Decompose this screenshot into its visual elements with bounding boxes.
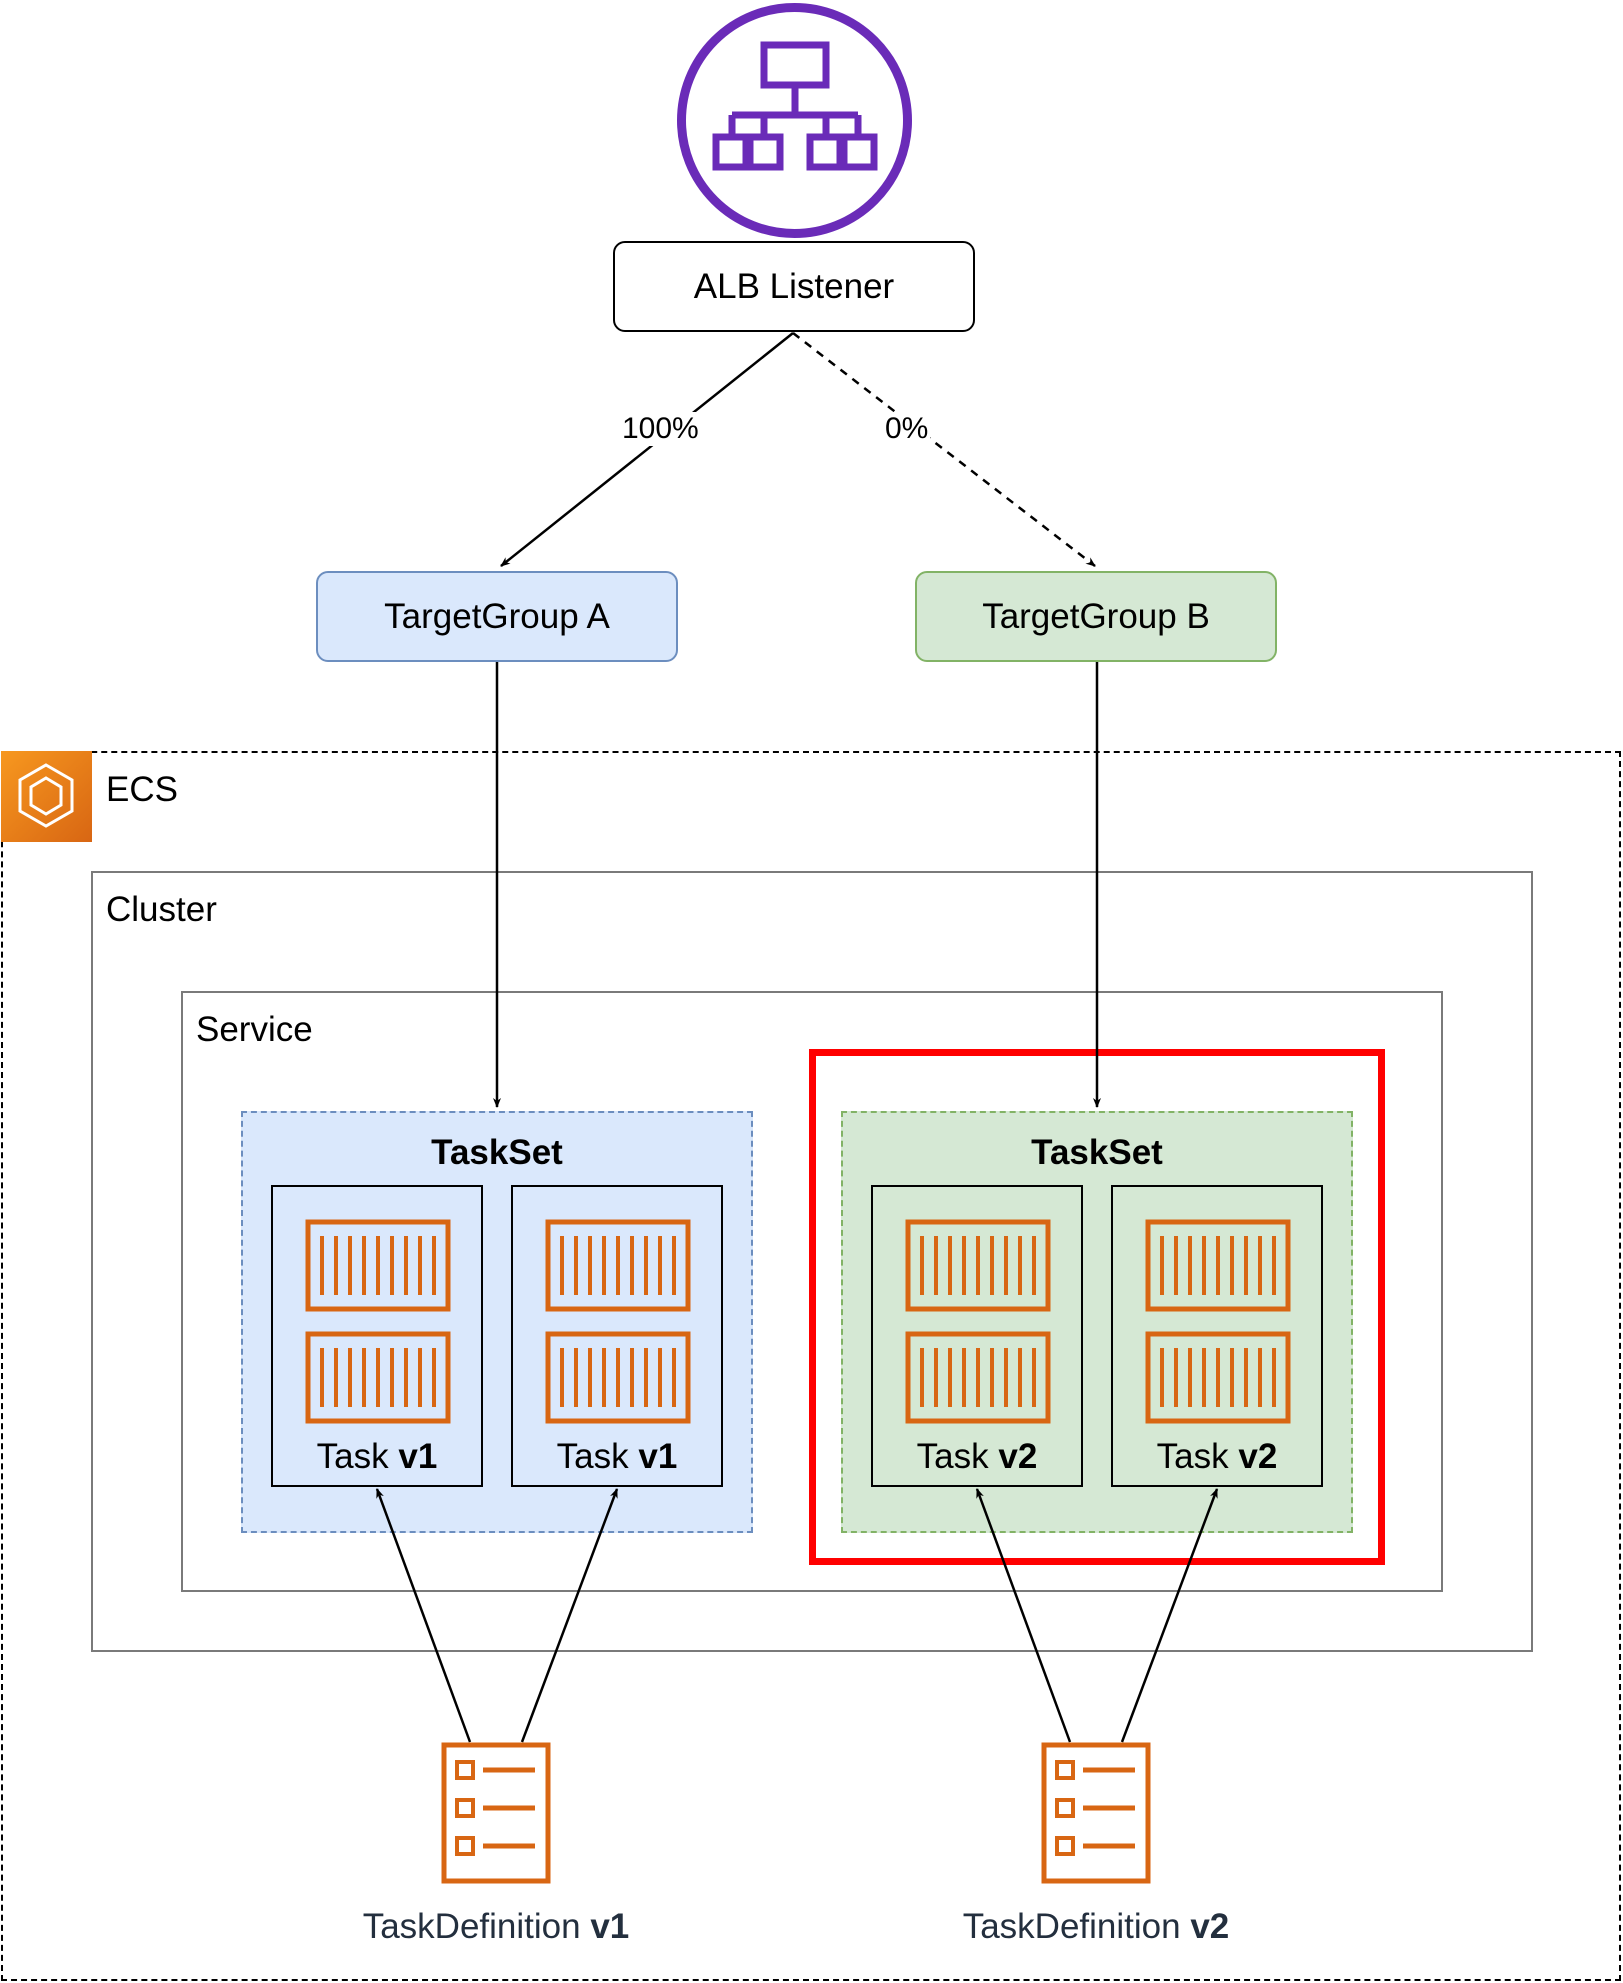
task-definition-v2-label: TaskDefinition v2 (962, 1907, 1230, 1946)
service-label: Service (196, 1010, 313, 1049)
taskset-a-title: TaskSet (431, 1133, 563, 1172)
route-label-a: 100% (620, 412, 701, 446)
ecs-label: ECS (106, 770, 178, 809)
target-group-b-label: TargetGroup B (982, 596, 1210, 636)
task-v2-1[interactable]: Task v2 (871, 1185, 1083, 1487)
alb-listener-label: ALB Listener (693, 266, 895, 306)
target-group-a-label: TargetGroup A (384, 596, 610, 636)
taskset-b[interactable]: TaskSet (841, 1111, 1353, 1533)
route-line-a (500, 332, 794, 567)
container-icon (905, 1219, 1051, 1424)
task-v1-2[interactable]: Task v1 (511, 1185, 723, 1487)
task-definition-v2-icon[interactable] (1041, 1742, 1151, 1884)
task-label: Task v1 (316, 1437, 438, 1476)
route-line-b (792, 332, 1096, 567)
cluster-group (91, 871, 1533, 1652)
taskset-a[interactable]: TaskSet (241, 1111, 753, 1533)
alb-listener-box[interactable]: ALB Listener (613, 241, 975, 332)
ecs-icon (1, 751, 92, 842)
route-label-b: 0% (883, 412, 931, 446)
cluster-label: Cluster (106, 890, 217, 929)
task-definition-v1-label: TaskDefinition v1 (362, 1907, 630, 1946)
service-group (181, 991, 1443, 1592)
task-label: Task v2 (1156, 1437, 1278, 1476)
container-icon (305, 1219, 451, 1424)
container-icon (545, 1219, 691, 1424)
container-icon (1145, 1219, 1291, 1424)
task-label: Task v1 (556, 1437, 678, 1476)
task-v2-2[interactable]: Task v2 (1111, 1185, 1323, 1487)
taskset-b-title: TaskSet (1031, 1133, 1163, 1172)
ecs-group (1, 751, 1621, 1981)
target-group-b[interactable]: TargetGroup B (915, 571, 1277, 662)
load-balancer-icon (677, 3, 912, 238)
task-v1-1[interactable]: Task v1 (271, 1185, 483, 1487)
task-definition-v1-icon[interactable] (441, 1742, 551, 1884)
task-label: Task v2 (916, 1437, 1038, 1476)
target-group-a[interactable]: TargetGroup A (316, 571, 678, 662)
